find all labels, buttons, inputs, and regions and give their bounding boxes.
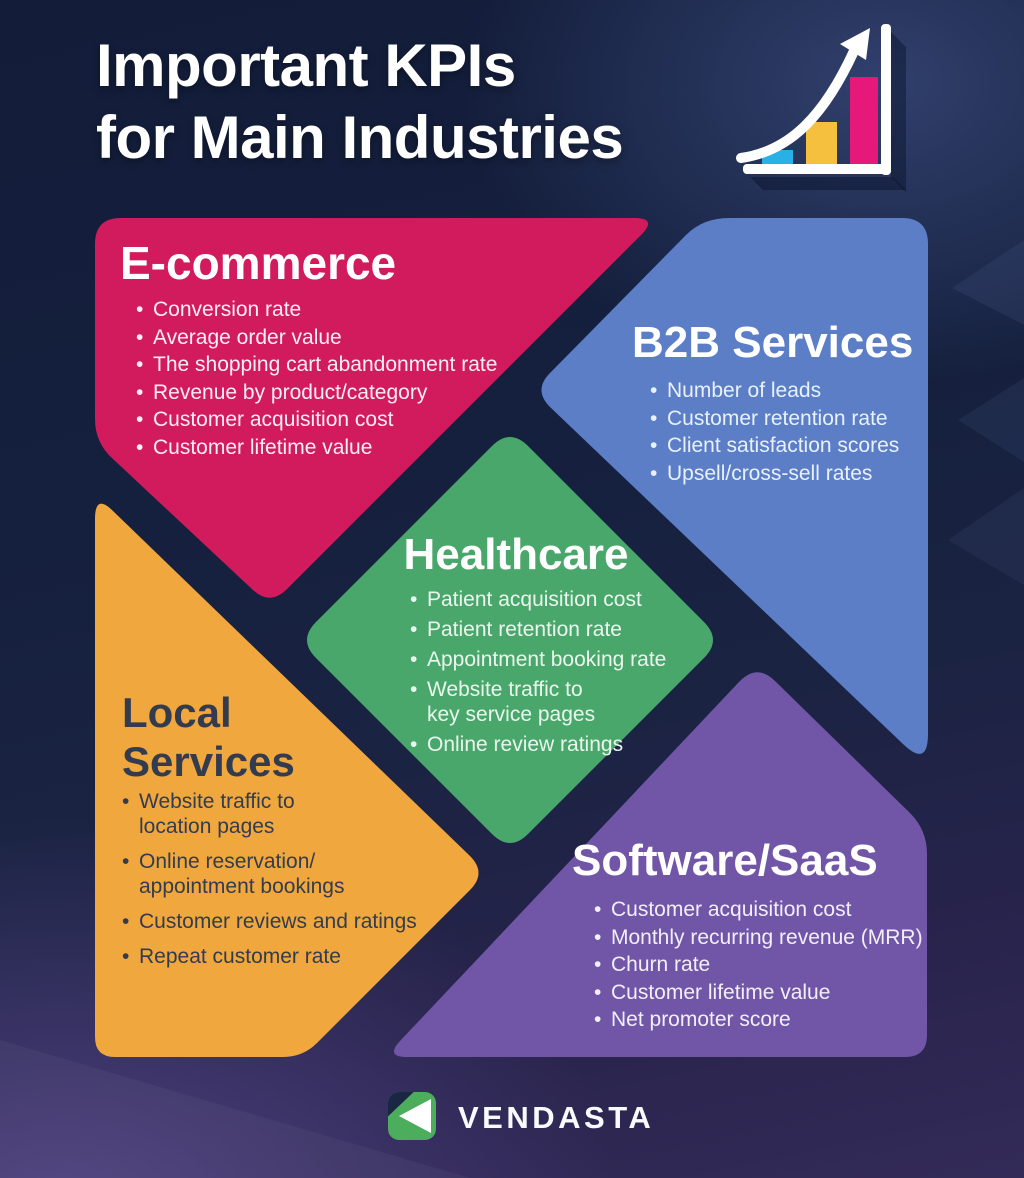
- b2b-title: B2B Services: [632, 318, 914, 367]
- kpi-item: Conversion rate: [136, 296, 566, 324]
- kpi-item: Number of leads: [650, 377, 950, 405]
- kpi-item: Patient retention rate: [410, 617, 730, 642]
- growth-chart-icon: [736, 24, 906, 192]
- logo-white-triangle: [399, 1099, 431, 1133]
- kpi-item: Patient acquisition cost: [410, 587, 730, 612]
- page-title-line2: for Main Industries: [96, 104, 624, 171]
- kpi-item: Net promoter score: [594, 1006, 974, 1034]
- kpi-item: Website traffic to key service pages: [410, 677, 730, 727]
- software-saas-kpi-list: Customer acquisition costMonthly recurri…: [594, 896, 974, 1034]
- brand-wordmark: VENDASTA: [458, 1100, 655, 1135]
- healthcare-title: Healthcare: [403, 530, 629, 579]
- chart-bar-pink: [850, 77, 878, 166]
- chart-bar-yellow: [806, 122, 837, 166]
- page-title: Important KPIs for Main Industries: [96, 30, 816, 174]
- kpi-item: Customer acquisition cost: [594, 896, 974, 924]
- ecommerce-title: E-commerce: [120, 237, 397, 289]
- kpi-item: Customer lifetime value: [594, 979, 974, 1007]
- kpi-item: Website traffic to location pages: [122, 789, 457, 839]
- software-saas-title: Software/SaaS: [572, 836, 878, 885]
- kpi-item: Appointment booking rate: [410, 647, 730, 672]
- kpi-item: Online reservation/ appointment bookings: [122, 849, 457, 899]
- b2b-kpi-list: Number of leadsCustomer retention rateCl…: [650, 377, 950, 487]
- bg-chevron-3: [948, 488, 1024, 585]
- kpi-item: Churn rate: [594, 951, 974, 979]
- kpi-item: Upsell/cross-sell rates: [650, 460, 950, 488]
- local-services-kpi-list: Website traffic to location pagesOnline …: [122, 789, 457, 969]
- kpi-item: Online review ratings: [410, 732, 730, 757]
- bg-chevron-1: [952, 240, 1024, 325]
- kpi-item: The shopping cart abandonment rate: [136, 351, 566, 379]
- chart-icon-shadow: [891, 32, 906, 192]
- kpi-item: Customer lifetime value: [136, 434, 566, 462]
- ecommerce-kpi-list: Conversion rateAverage order valueThe sh…: [136, 296, 566, 461]
- kpi-item: Client satisfaction scores: [650, 432, 950, 460]
- bg-chevron-2: [958, 378, 1024, 462]
- chart-axis-x: [743, 164, 891, 174]
- chart-axis-y: [881, 24, 891, 175]
- kpi-item: Monthly recurring revenue (MRR): [594, 924, 974, 952]
- kpi-item: Customer reviews and ratings: [122, 909, 457, 934]
- bg-wave-bottom: [0, 1040, 470, 1178]
- kpi-item: Average order value: [136, 324, 566, 352]
- kpi-item: Customer retention rate: [650, 405, 950, 433]
- kpi-item: Revenue by product/category: [136, 379, 566, 407]
- local-services-title: Local Services: [122, 689, 295, 785]
- vendasta-logo-icon: [388, 1092, 436, 1140]
- chart-arrow-curve: [736, 46, 859, 163]
- kpi-item: Customer acquisition cost: [136, 406, 566, 434]
- chart-arrow-head: [840, 28, 870, 60]
- chart-icon-shadow-2: [750, 177, 906, 190]
- page-title-line1: Important KPIs: [96, 32, 516, 99]
- kpi-item: Repeat customer rate: [122, 944, 457, 969]
- healthcare-kpi-list: Patient acquisition costPatient retentio…: [410, 587, 730, 757]
